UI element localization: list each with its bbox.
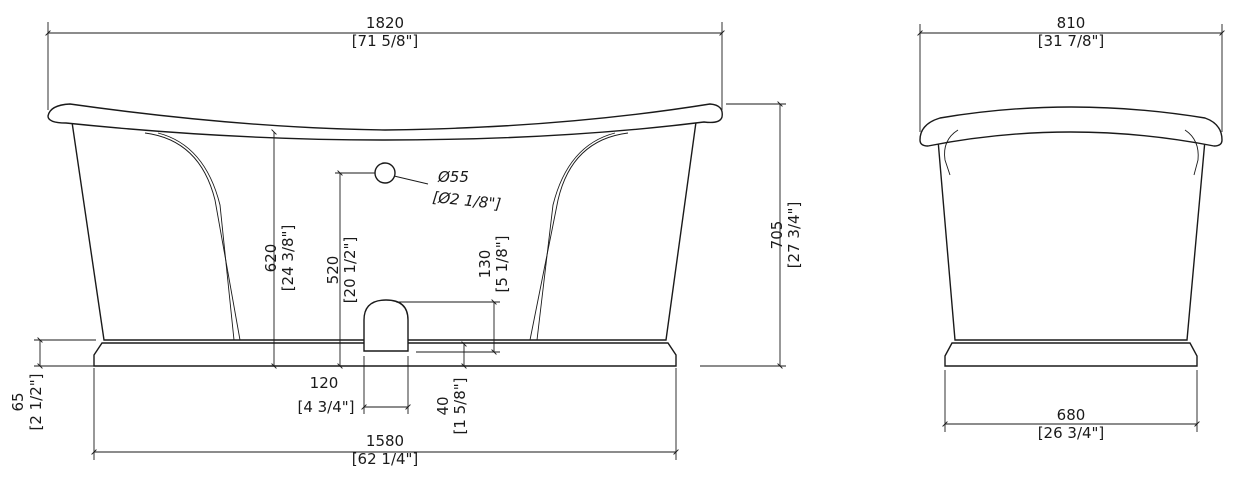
- plinth-height-mm: 65: [9, 392, 27, 411]
- base-width-inch: [26 3/4"]: [1038, 424, 1105, 442]
- base-length-mm: 1580: [366, 432, 404, 450]
- dim-waste-width: 120 [4 3/4"]: [297, 356, 411, 416]
- plinth-height-inch: [2 1/2"]: [27, 373, 45, 430]
- dim-overall-width: 810 [31 7/8"]: [917, 14, 1225, 132]
- dim-overall-height: 705 [27 3/4"]: [700, 101, 803, 369]
- front-right-bracket-outer: [529, 132, 629, 341]
- overall-height-inch: [27 3/4"]: [785, 202, 803, 269]
- front-left-bracket-inner: [157, 132, 235, 341]
- overflow-height-mm: 520: [324, 256, 342, 285]
- waste-height-inch: [5 1/8"]: [493, 235, 511, 292]
- overall-width-inch: [31 7/8"]: [1038, 32, 1105, 50]
- base-width-mm: 680: [1057, 406, 1086, 424]
- base-length-inch: [62 1/4"]: [352, 450, 419, 468]
- overflow-diameter-mm: Ø55: [437, 168, 469, 186]
- front-overflow-circle: [374, 162, 396, 184]
- waste-offset-inch: [1 5/8"]: [451, 377, 469, 434]
- waste-width-mm: 120: [310, 374, 339, 392]
- side-left-bracket: [944, 129, 959, 176]
- front-waste-outlet: [363, 299, 409, 352]
- overall-length-inch: [71 5/8"]: [352, 32, 419, 50]
- dim-base-width: 680 [26 3/4"]: [942, 370, 1200, 442]
- dim-base-length: 1580 [62 1/4"]: [91, 368, 679, 468]
- side-tub-body: [937, 129, 1206, 341]
- side-view: [919, 106, 1223, 367]
- front-left-bracket-outer: [144, 132, 241, 341]
- overall-height-mm: 705: [768, 221, 786, 250]
- dim-waste-offset: 40 [1 5/8"]: [434, 341, 469, 435]
- rim-height-mm: 620: [262, 244, 280, 273]
- overall-length-mm: 1820: [366, 14, 404, 32]
- side-tub-rim: [919, 106, 1223, 147]
- waste-offset-mm: 40: [434, 396, 452, 415]
- overall-width-mm: 810: [1057, 14, 1086, 32]
- front-view: [47, 103, 723, 367]
- dim-waste-height: 130 [5 1/8"]: [396, 235, 511, 355]
- dim-plinth-height: 65 [2 1/2"]: [9, 337, 96, 431]
- overflow-height-inch: [20 1/2"]: [341, 237, 359, 304]
- side-plinth: [944, 342, 1198, 367]
- side-right-bracket: [1184, 129, 1199, 176]
- dim-overall-length: 1820 [71 5/8"]: [45, 14, 725, 110]
- dim-overflow-height: 520 [20 1/2"]: [324, 170, 375, 369]
- rim-height-inch: [24 3/8"]: [279, 225, 297, 292]
- front-tub-rim: [47, 103, 723, 141]
- waste-width-inch: [4 3/4"]: [297, 398, 354, 416]
- waste-height-mm: 130: [476, 250, 494, 279]
- dim-rim-height: 620 [24 3/8"]: [262, 129, 297, 369]
- front-right-bracket-inner: [536, 132, 616, 341]
